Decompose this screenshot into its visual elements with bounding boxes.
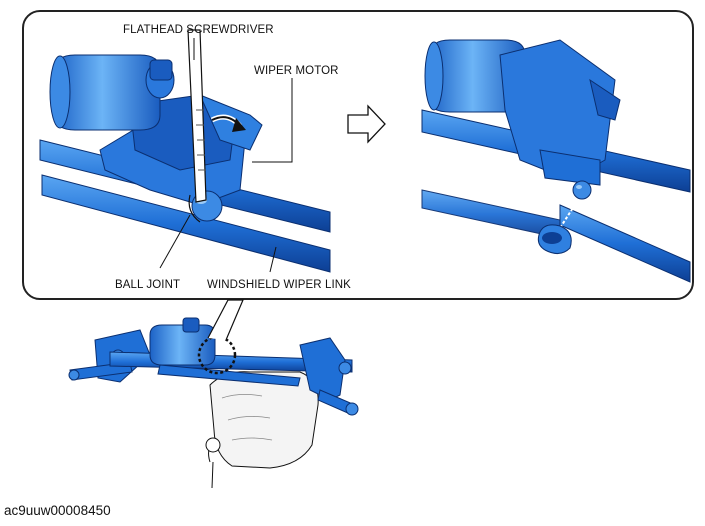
leader-lines — [159, 38, 293, 273]
label-wiper-motor: WIPER MOTOR — [254, 65, 339, 77]
right-detail-view — [421, 39, 691, 283]
left-detail-view — [39, 29, 331, 273]
overview-illustration — [68, 299, 359, 489]
figure-code: ac9uuw00008450 — [4, 503, 111, 518]
label-flathead-screwdriver: FLATHEAD SCREWDRIVER — [123, 24, 274, 36]
label-windshield-wiper-link: WINDSHIELD WIPER LINK — [207, 279, 351, 291]
right-outline-arrow-icon — [347, 104, 386, 144]
label-ball-joint: BALL JOINT — [115, 279, 181, 291]
